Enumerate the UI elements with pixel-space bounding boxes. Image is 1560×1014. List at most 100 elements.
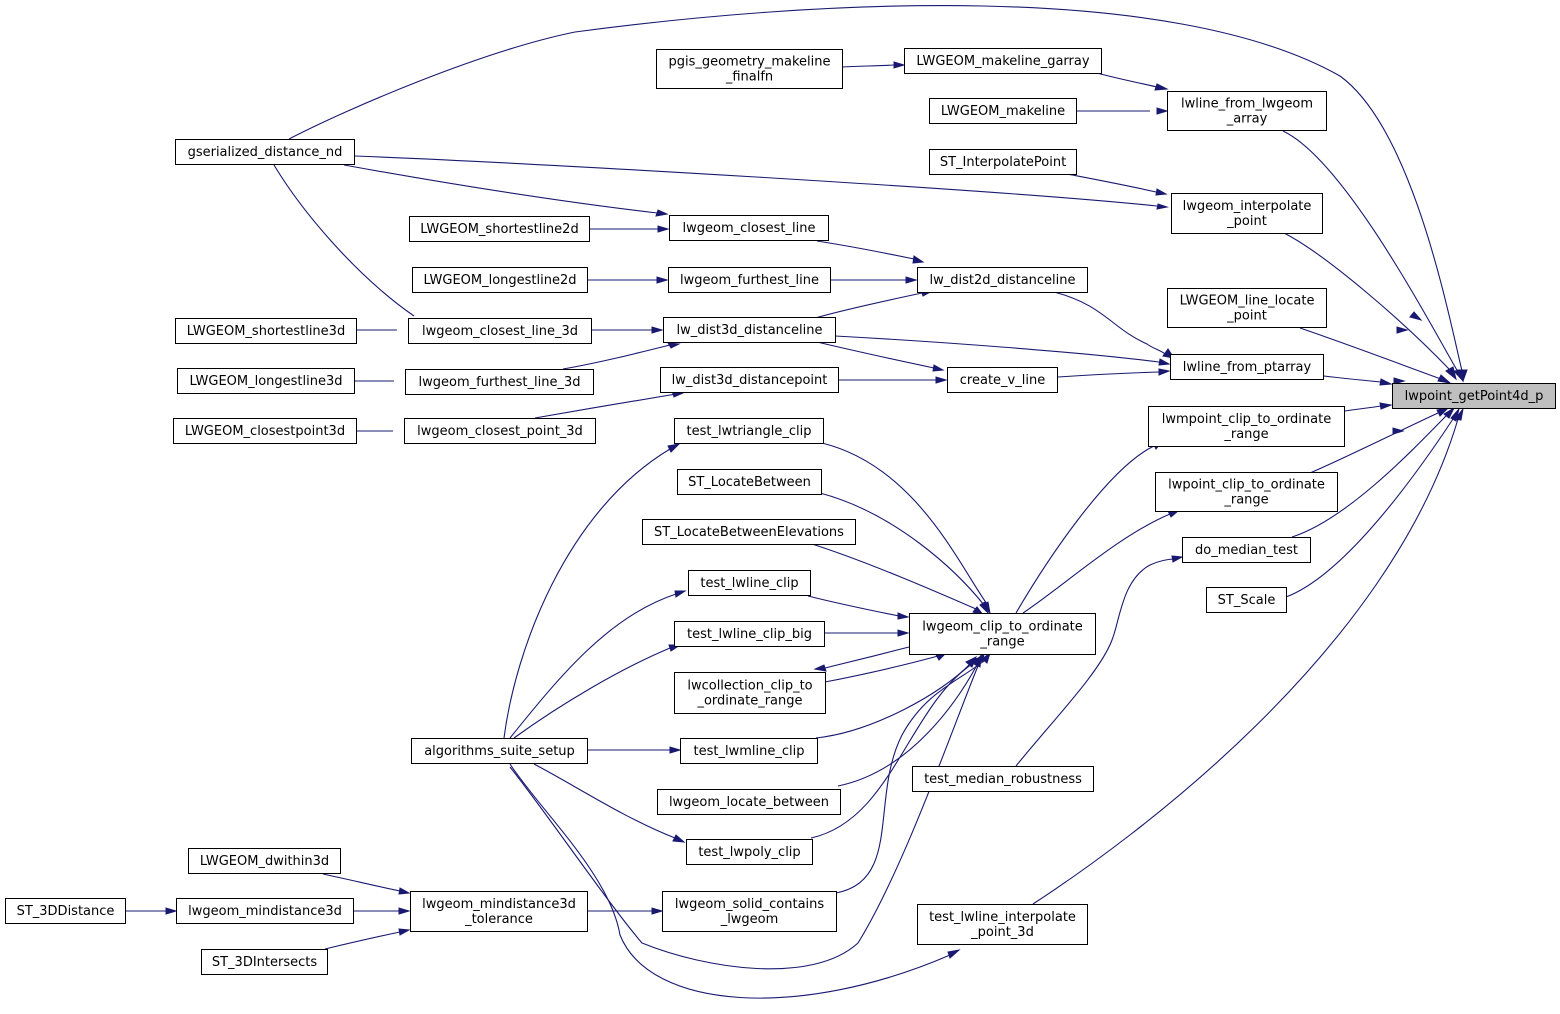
edge-geomclip-to-ptclip bbox=[1022, 510, 1180, 614]
edge-line bbox=[1323, 375, 1382, 383]
edge-line bbox=[562, 344, 671, 370]
function-node[interactable]: do_median_test bbox=[1182, 537, 1311, 563]
node-box bbox=[909, 613, 1096, 655]
edge-algo-to-t_mline bbox=[587, 746, 682, 754]
function-node[interactable]: ST_Scale bbox=[1206, 587, 1287, 613]
edge-dist3dpoint-to-create_v bbox=[838, 376, 948, 384]
node-label: LWGEOM_dwithin3d bbox=[200, 854, 329, 869]
function-node[interactable]: LWGEOM_longestline2d bbox=[412, 267, 588, 293]
arrowhead-icon bbox=[1155, 188, 1168, 196]
arrowhead-icon bbox=[674, 590, 687, 598]
function-node[interactable]: lw_dist3d_distanceline bbox=[663, 317, 836, 343]
node-label: LWGEOM_makeline_garray bbox=[916, 54, 1089, 69]
edge-line bbox=[807, 595, 900, 617]
node-label: test_lwline_clip bbox=[700, 576, 798, 591]
function-node[interactable]: lwgeom_mindistance3d bbox=[176, 898, 354, 924]
function-node[interactable]: lwline_from_lwgeom_array bbox=[1167, 91, 1327, 131]
node-label: ST_3DIntersects bbox=[212, 955, 318, 970]
function-node[interactable]: lwgeom_closest_line bbox=[669, 215, 829, 241]
function-node[interactable]: test_median_robustness bbox=[912, 766, 1094, 792]
node-box bbox=[663, 317, 836, 343]
node-label: pgis_geometry_makeline bbox=[668, 55, 830, 70]
edge-line bbox=[821, 442, 988, 605]
function-node[interactable]: LWGEOM_shortestline2d bbox=[409, 216, 590, 242]
arrowhead-icon bbox=[398, 887, 411, 895]
function-node[interactable]: LWGEOM_makeline_garray bbox=[904, 48, 1102, 74]
node-label: lwline_from_lwgeom bbox=[1181, 97, 1313, 112]
edge-collclip-to-geomclip bbox=[824, 652, 948, 683]
function-node[interactable]: lwmpoint_clip_to_ordinate_range bbox=[1148, 406, 1345, 447]
node-box bbox=[1392, 383, 1556, 409]
node-label: lwgeom_clip_to_ordinate bbox=[922, 620, 1083, 635]
function-node[interactable]: algorithms_suite_setup bbox=[411, 738, 588, 764]
function-node[interactable]: lwpoint_clip_to_ordinate_range bbox=[1155, 472, 1338, 512]
function-node[interactable]: lwgeom_mindistance3d_tolerance bbox=[410, 891, 588, 932]
arrowhead-icon bbox=[912, 255, 925, 264]
function-node[interactable]: lwgeom_furthest_line bbox=[668, 267, 831, 293]
node-label: lwpoint_getPoint4d_p bbox=[1405, 389, 1544, 404]
edge-line bbox=[1309, 412, 1439, 474]
function-node[interactable]: ST_3DDistance bbox=[5, 898, 126, 924]
function-node[interactable]: lw_dist3d_distancepoint bbox=[660, 367, 839, 393]
function-node[interactable]: lw_dist2d_distanceline bbox=[917, 267, 1088, 293]
edge-line bbox=[811, 543, 977, 610]
function-node[interactable]: test_lwmline_clip bbox=[680, 738, 818, 764]
function-node[interactable]: ST_LocateBetweenElevations bbox=[642, 519, 856, 545]
arrowhead-icon bbox=[651, 326, 664, 334]
function-node[interactable]: lwgeom_clip_to_ordinate_range bbox=[909, 613, 1096, 655]
edge-dwithin3d-to-mind3dtol bbox=[322, 873, 411, 895]
node-box bbox=[680, 738, 818, 764]
edge-line bbox=[1299, 327, 1442, 380]
arrowhead-icon bbox=[655, 209, 669, 217]
edge-line bbox=[1015, 558, 1176, 767]
function-node[interactable]: create_v_line bbox=[947, 367, 1058, 393]
function-node[interactable]: lwgeom_furthest_line_3d bbox=[405, 369, 594, 395]
target-function-node[interactable]: lwpoint_getPoint4d_p bbox=[1392, 383, 1556, 409]
node-box bbox=[657, 789, 841, 815]
edge-line bbox=[1283, 232, 1450, 370]
function-node[interactable]: lwgeom_locate_between bbox=[657, 789, 841, 815]
function-node[interactable]: test_lwline_interpolate_point_3d bbox=[917, 904, 1088, 945]
edge-line bbox=[513, 647, 671, 739]
node-label: lwgeom_closest_point_3d bbox=[417, 424, 583, 439]
function-node[interactable]: gserialized_distance_nd bbox=[175, 139, 355, 165]
edge-dist3dline-to-create_v bbox=[816, 341, 945, 372]
function-node[interactable]: ST_3DIntersects bbox=[201, 949, 328, 975]
node-label: lwgeom_furthest_line bbox=[680, 273, 819, 288]
function-node[interactable]: lwgeom_closest_point_3d bbox=[404, 418, 596, 444]
function-node[interactable]: test_lwpoly_clip bbox=[686, 839, 813, 865]
function-node[interactable]: ST_InterpolatePoint bbox=[929, 149, 1077, 175]
function-node[interactable]: test_lwtriangle_clip bbox=[674, 418, 824, 444]
function-node[interactable]: ST_LocateBetween bbox=[677, 469, 822, 495]
function-node[interactable]: LWGEOM_line_locate_point bbox=[1167, 288, 1327, 328]
arrowhead-icon bbox=[1379, 402, 1393, 410]
node-label: _point_3d bbox=[970, 925, 1034, 940]
node-box bbox=[669, 215, 829, 241]
node-label: test_lwtriangle_clip bbox=[687, 424, 812, 439]
function-node[interactable]: pgis_geometry_makeline_finalfn bbox=[656, 49, 843, 89]
function-node[interactable]: lwline_from_ptarray bbox=[1170, 354, 1324, 380]
function-node[interactable]: LWGEOM_shortestline3d bbox=[175, 318, 357, 344]
edge-mlgarray-to-lwline_lwgeom bbox=[1096, 72, 1169, 91]
function-node[interactable]: LWGEOM_longestline3d bbox=[177, 368, 355, 394]
arrowhead-icon bbox=[1450, 408, 1460, 422]
edge-line bbox=[503, 448, 671, 739]
node-label: _lwgeom bbox=[720, 912, 779, 927]
function-node[interactable]: lwcollection_clip_to_ordinate_range bbox=[674, 672, 826, 714]
function-node[interactable]: test_lwline_clip_big bbox=[674, 621, 825, 647]
node-label: lwline_from_ptarray bbox=[1183, 360, 1312, 375]
node-label: _point bbox=[1226, 214, 1267, 229]
function-node[interactable]: test_lwline_clip bbox=[688, 570, 811, 596]
edge-t_interp3d-to-target bbox=[1032, 408, 1464, 905]
function-node[interactable]: lwgeom_interpolate_point bbox=[1171, 193, 1323, 234]
arrowhead-icon bbox=[813, 664, 827, 672]
node-box bbox=[405, 369, 594, 395]
arrowhead-icon bbox=[979, 601, 989, 615]
function-node[interactable]: LWGEOM_makeline bbox=[929, 98, 1077, 124]
function-node[interactable]: lwgeom_closest_line_3d bbox=[408, 318, 592, 344]
function-node[interactable]: lwgeom_solid_contains_lwgeom bbox=[662, 891, 837, 932]
function-node[interactable]: LWGEOM_dwithin3d bbox=[188, 848, 341, 874]
function-node[interactable]: LWGEOM_closestpoint3d bbox=[173, 418, 357, 444]
edge-line bbox=[1291, 415, 1447, 538]
